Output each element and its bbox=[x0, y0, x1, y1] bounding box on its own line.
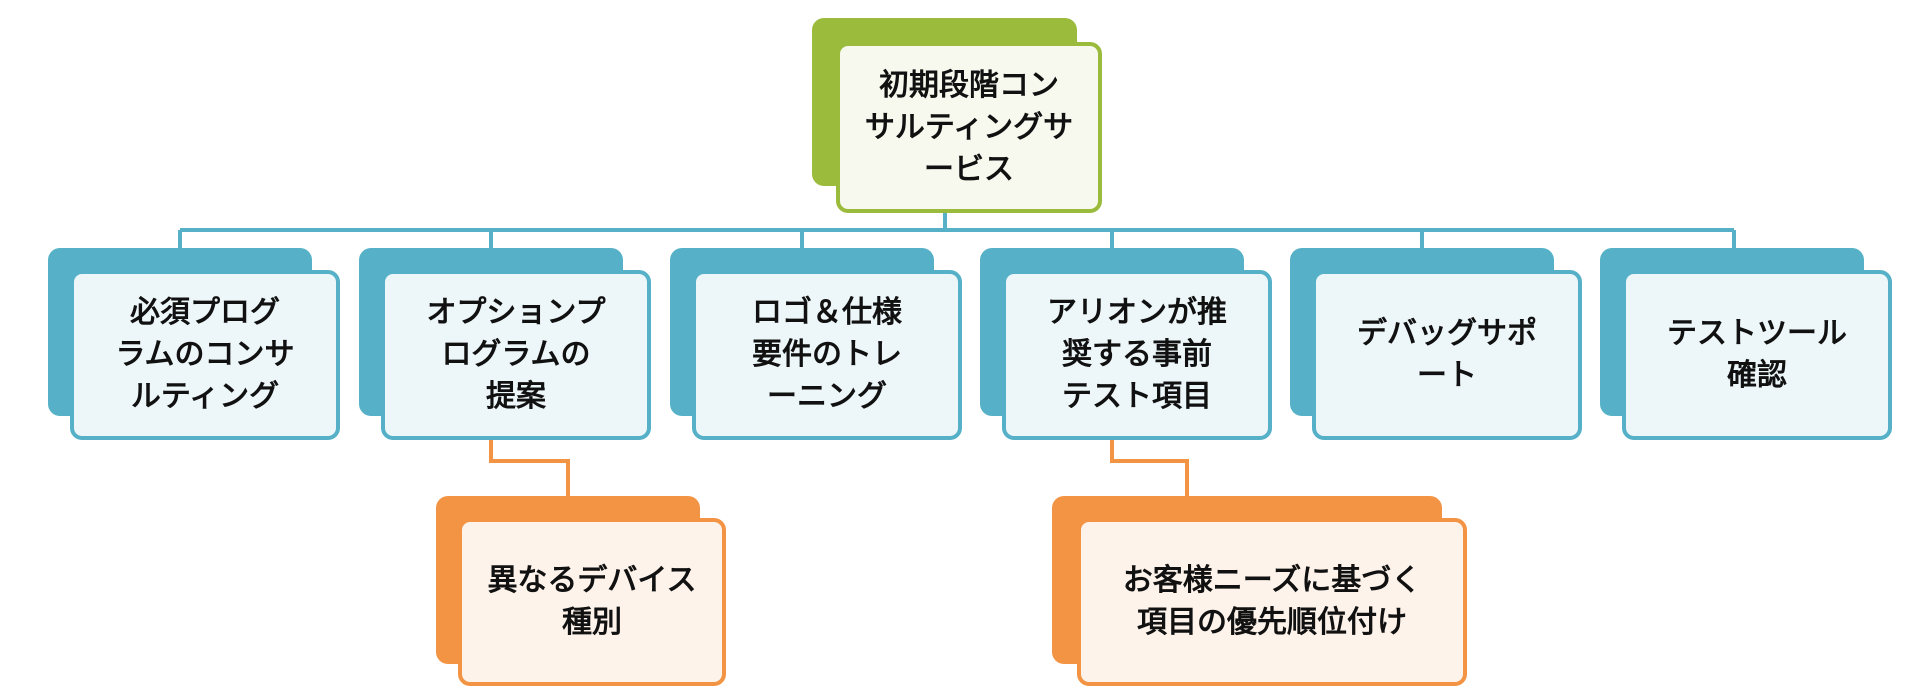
root-node-box: 初期段階コン サルティングサ ービス bbox=[836, 42, 1102, 213]
child-node-1: 必須プログ ラムのコンサ ルティング bbox=[48, 248, 340, 440]
child-node-line: ーニング bbox=[767, 379, 887, 414]
child-node-2: オプションプ ログラムの 提案 bbox=[359, 248, 651, 440]
child-node-box: アリオンが推 奨する事前 テスト項目 bbox=[1002, 270, 1272, 440]
sub-node-line: お客様ニーズに基づく bbox=[1122, 563, 1422, 598]
child-node-line: デバッグサポ bbox=[1357, 316, 1537, 351]
child-node-line: 奨する事前 bbox=[1062, 337, 1212, 372]
sub-node-box: お客様ニーズに基づく 項目の優先順位付け bbox=[1077, 518, 1467, 686]
sub-node-2: お客様ニーズに基づく 項目の優先順位付け bbox=[1052, 496, 1467, 686]
child-node-line: 必須プログ bbox=[129, 295, 280, 330]
child-node-line: テストツール bbox=[1667, 316, 1847, 351]
child-node-4: アリオンが推 奨する事前 テスト項目 bbox=[980, 248, 1272, 440]
child-node-line: 提案 bbox=[485, 379, 546, 414]
child-node-line: テスト項目 bbox=[1062, 379, 1212, 414]
connector-c2 bbox=[489, 440, 570, 496]
root-node-line-3: ービス bbox=[923, 151, 1014, 187]
sub-node-line: 種別 bbox=[561, 605, 622, 640]
sub-node-line: 異なるデバイス bbox=[487, 563, 697, 598]
child-node-box: テストツール 確認 bbox=[1622, 270, 1892, 440]
root-node: 初期段階コン サルティングサ ービス bbox=[812, 18, 1102, 213]
child-node-line: ログラムの bbox=[441, 337, 591, 372]
child-node-box: ロゴ＆仕様 要件のトレ ーニング bbox=[692, 270, 962, 440]
child-node-line: ート bbox=[1417, 358, 1477, 393]
child-node-box: 必須プログ ラムのコンサ ルティング bbox=[70, 270, 340, 440]
child-node-line: ロゴ＆仕様 bbox=[752, 295, 902, 330]
sub-node-1: 異なるデバイス 種別 bbox=[436, 496, 726, 686]
child-node-box: オプションプ ログラムの 提案 bbox=[381, 270, 651, 440]
root-node-line-2: サルティングサ bbox=[864, 109, 1074, 145]
child-node-6: テストツール 確認 bbox=[1600, 248, 1892, 440]
child-node-line: オプションプ bbox=[426, 295, 606, 330]
sub-node-box: 異なるデバイス 種別 bbox=[458, 518, 726, 686]
child-node-line: 確認 bbox=[1727, 358, 1787, 393]
root-node-line-1: 初期段階コン bbox=[878, 67, 1059, 103]
child-node-3: ロゴ＆仕様 要件のトレ ーニング bbox=[670, 248, 962, 440]
sub-node-line: 項目の優先順位付け bbox=[1137, 605, 1407, 640]
child-node-line: 要件のトレ bbox=[752, 337, 902, 372]
child-node-line: ルティング bbox=[130, 379, 280, 414]
child-node-5: デバッグサポ ート bbox=[1290, 248, 1582, 440]
connector-c4 bbox=[1110, 440, 1189, 496]
child-node-box: デバッグサポ ート bbox=[1312, 270, 1582, 440]
child-node-line: ラムのコンサ bbox=[115, 337, 295, 372]
child-node-line: アリオンが推 bbox=[1047, 295, 1227, 330]
